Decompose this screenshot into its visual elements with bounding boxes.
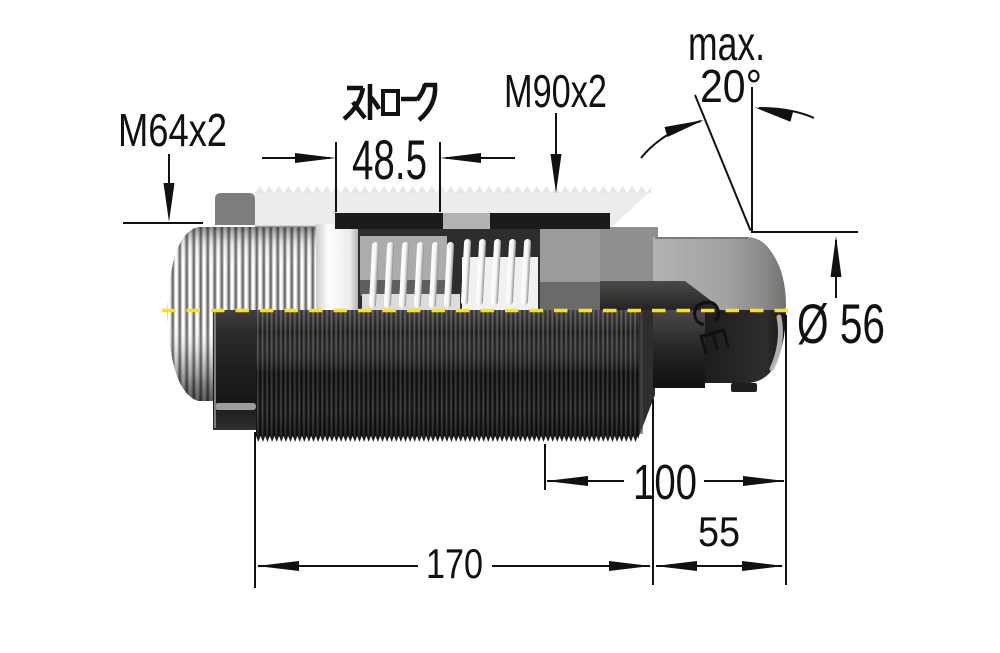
label-170: 170 [426, 540, 483, 587]
label-angle-max: max. [688, 18, 765, 71]
label-stroke-value: 48.5 [352, 128, 427, 191]
hex-flange [213, 310, 258, 430]
label-stroke-caption-glyphs [342, 82, 438, 122]
label-m64x2: M64x2 [118, 104, 227, 156]
dimension-diameter [830, 236, 842, 298]
dimension-stroke [262, 142, 515, 212]
dimensions [123, 87, 858, 588]
end-cap-bottom [705, 310, 786, 392]
smooth-neck [653, 310, 705, 388]
label-angle-value: 20° [700, 60, 762, 112]
cutaway-interior [316, 213, 718, 310]
label-diameter: Ø 56 [797, 292, 885, 355]
shock-absorber-body: CE [167, 186, 786, 442]
label-55: 55 [698, 508, 740, 555]
dimension-55 [652, 315, 787, 585]
dimension-170 [254, 432, 651, 588]
dimension-m64x2 [123, 154, 203, 224]
dimension-100 [544, 444, 785, 490]
piston-collar [316, 224, 358, 310]
top-collar-tab [215, 193, 255, 225]
spring-coils [368, 239, 532, 308]
label-m90x2: M90x2 [504, 65, 607, 117]
labels: M64x2 48.5 M90x2 max. 20° Ø 56 100 55 17… [118, 18, 885, 587]
label-100: 100 [633, 456, 697, 510]
main-threaded-body [256, 310, 655, 442]
dimension-m90x2 [550, 113, 562, 193]
dimension-angle [640, 87, 858, 233]
inner-dark-wedge [600, 281, 718, 310]
